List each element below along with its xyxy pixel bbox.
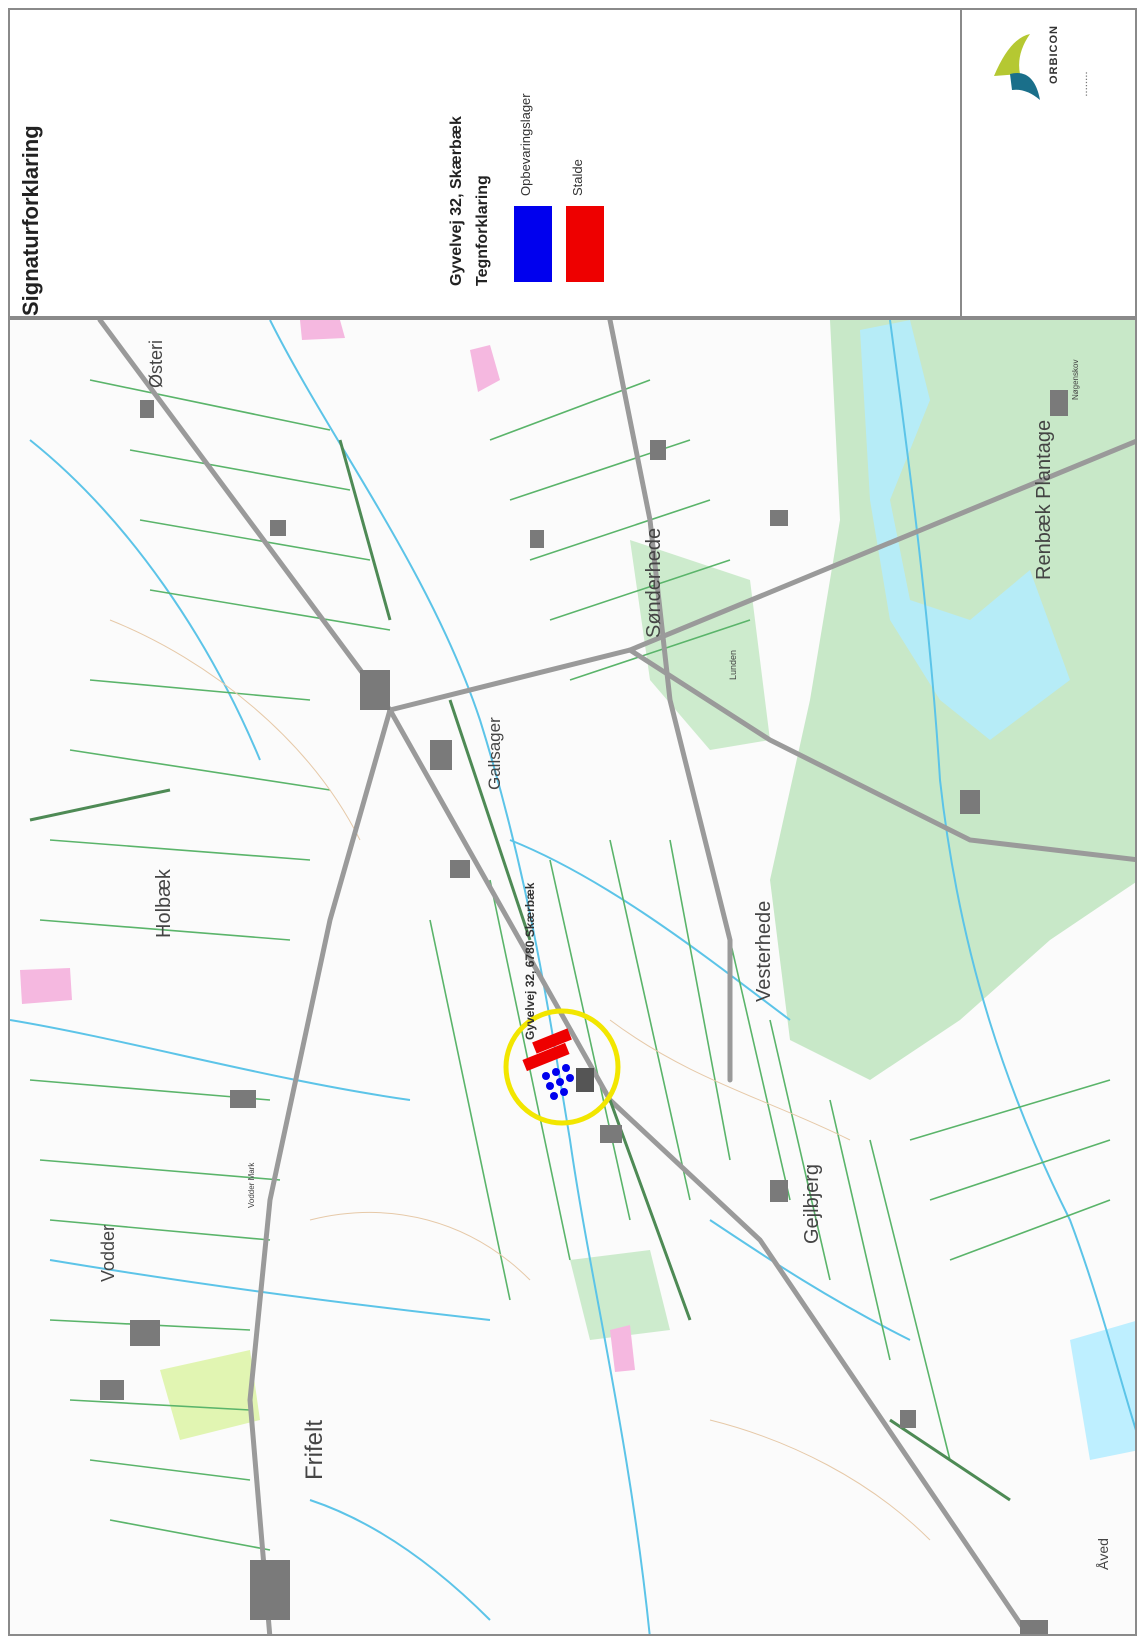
legend-swatch-storage [514,206,552,282]
wetland-area [1070,1321,1135,1460]
company-name: ORBICON [1048,25,1060,84]
legend-project-title: Gyvelvej 32, Skærbæk [448,116,465,286]
place-label: Lunden [728,650,738,680]
stable-building [522,1042,570,1072]
topographic-map: Østeri Holbæk Gallsager Sønderhede Veste… [10,320,1135,1634]
place-label: Holbæk [153,868,175,938]
place-label: Frifelt [301,1420,328,1480]
place-label: Gejlbjerg [801,1164,823,1244]
stable-building [532,1028,572,1054]
place-label: Østeri [146,340,166,388]
legend-label-stables: Stalde [570,159,585,196]
site-label: Gyvelvej 32, 6780 Skærbæk [523,882,537,1040]
field-area [160,1350,260,1440]
forest-area [570,1250,670,1340]
road [607,320,733,1083]
forest-area [630,540,770,750]
company-address: ▪ ▪ ▪ ▪ ▪ ▪ ▪ ▪ [1084,72,1090,96]
map-area[interactable]: Østeri Holbæk Gallsager Sønderhede Veste… [8,318,1137,1636]
storage-tanks [542,1064,574,1100]
legend-swatch-stables [566,206,604,282]
legend-subtitle: Tegnforklaring [474,175,491,286]
legend-title: Signaturforklaring [18,125,43,316]
place-label: Åved [1095,1538,1111,1570]
place-label: Vodder Mark [247,1162,256,1208]
place-label: Sønderhede [643,528,665,638]
site-highlight-circle [503,1008,621,1126]
site-marker [503,1008,621,1126]
road [247,707,393,1634]
place-label: Vesterhede [753,901,775,1002]
place-label: Vodder [98,1225,118,1282]
orbicon-logo [994,34,1040,100]
place-label: Renbæk Plantage [1033,420,1055,580]
road [627,647,1135,863]
place-label: Gallsager [485,717,504,790]
logo-box [960,8,1137,318]
legend-label-storage: Opbevaringslager [518,93,533,196]
wetland-area [860,320,1070,740]
place-label: Nøgenskov [1071,360,1080,400]
